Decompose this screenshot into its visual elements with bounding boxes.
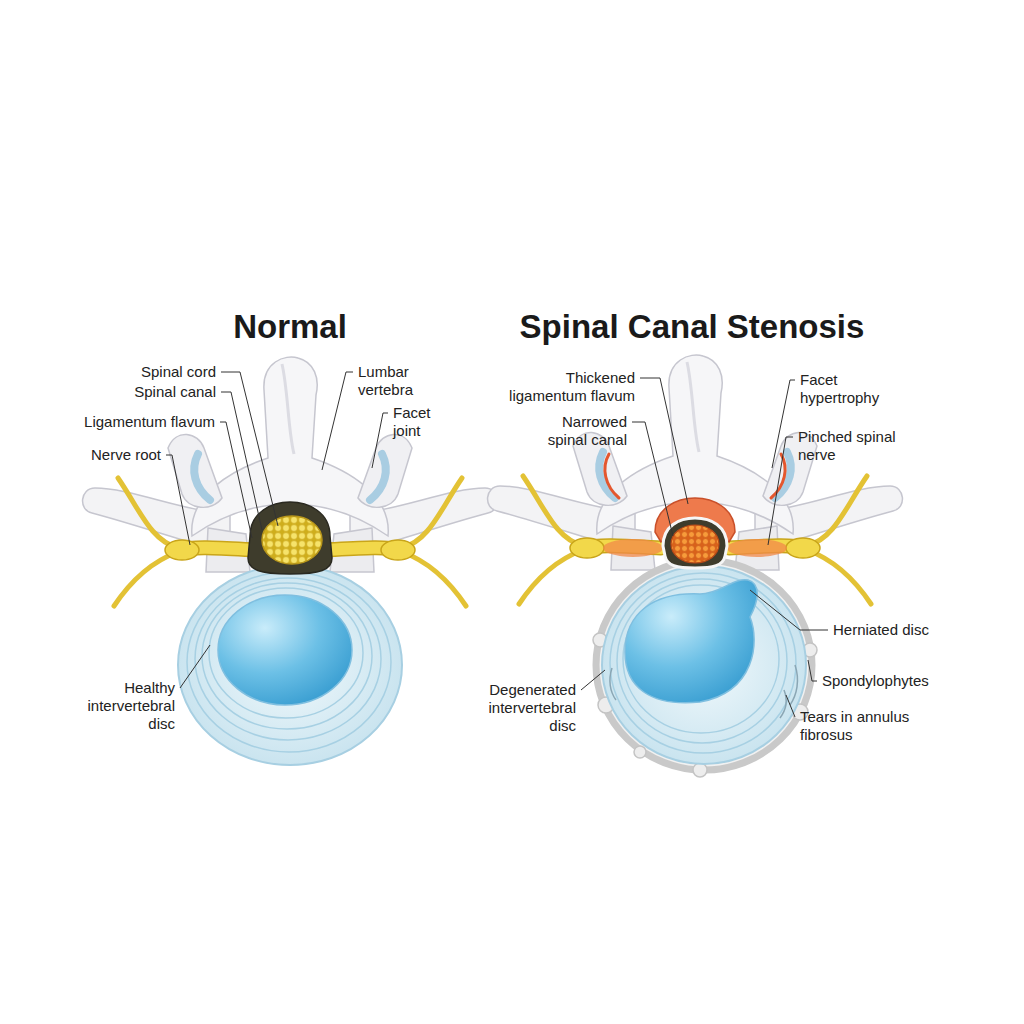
annulus-tear (780, 690, 786, 718)
part-label: Spinal cord (116, 363, 216, 381)
narrowed-canal (655, 498, 735, 568)
part-label: Healthy intervertebral disc (75, 679, 175, 733)
nerve-roots (519, 476, 871, 604)
leader-line (180, 645, 210, 688)
leader-line (768, 437, 793, 545)
leader-line (581, 670, 605, 690)
annulus-tear (790, 665, 797, 705)
panel-title: Normal (130, 307, 450, 347)
degenerated-disc (593, 560, 817, 777)
spinal-cord (262, 516, 322, 564)
spinal-canal (248, 502, 332, 574)
annulus-tear (610, 668, 616, 700)
leader-line (220, 422, 252, 538)
part-label: Facet joint (393, 404, 448, 440)
part-label: Lumbar vertebra (358, 363, 433, 399)
compressed-cord (671, 525, 719, 563)
leader-line (221, 372, 278, 526)
leader-line (632, 422, 673, 536)
leader-line (640, 378, 688, 504)
leader-lines (166, 372, 828, 717)
leader-line (786, 695, 795, 717)
part-label: Pinched spinal nerve (798, 428, 898, 464)
herniated-nucleus (625, 580, 757, 703)
leader-line (808, 660, 817, 681)
part-label: Facet hypertrophy (800, 371, 900, 407)
panel-title: Spinal Canal Stenosis (472, 307, 912, 347)
facet-hypertrophy (605, 454, 785, 498)
leader-line (750, 590, 828, 630)
leader-line (322, 372, 353, 470)
part-label: Herniated disc (833, 621, 963, 639)
part-label: Ligamentum flavum (55, 413, 215, 431)
part-label: Tears in annulus fibrosus (800, 708, 935, 744)
part-label: Narrowed spinal canal (532, 413, 627, 449)
leader-line (221, 392, 262, 530)
part-label: Spinal canal (116, 383, 216, 401)
part-label: Thickened ligamentum flavum (495, 369, 635, 405)
leader-line (166, 455, 190, 545)
nerve-roots (114, 478, 466, 606)
vertebra-arch (488, 355, 903, 570)
leader-line (372, 413, 388, 468)
vertebra-arch (83, 357, 498, 572)
healthy-disc (178, 565, 402, 765)
part-label: Spondylophytes (822, 672, 962, 690)
part-label: Nerve root (61, 446, 161, 464)
part-label: Degenerated intervertebral disc (476, 681, 576, 735)
